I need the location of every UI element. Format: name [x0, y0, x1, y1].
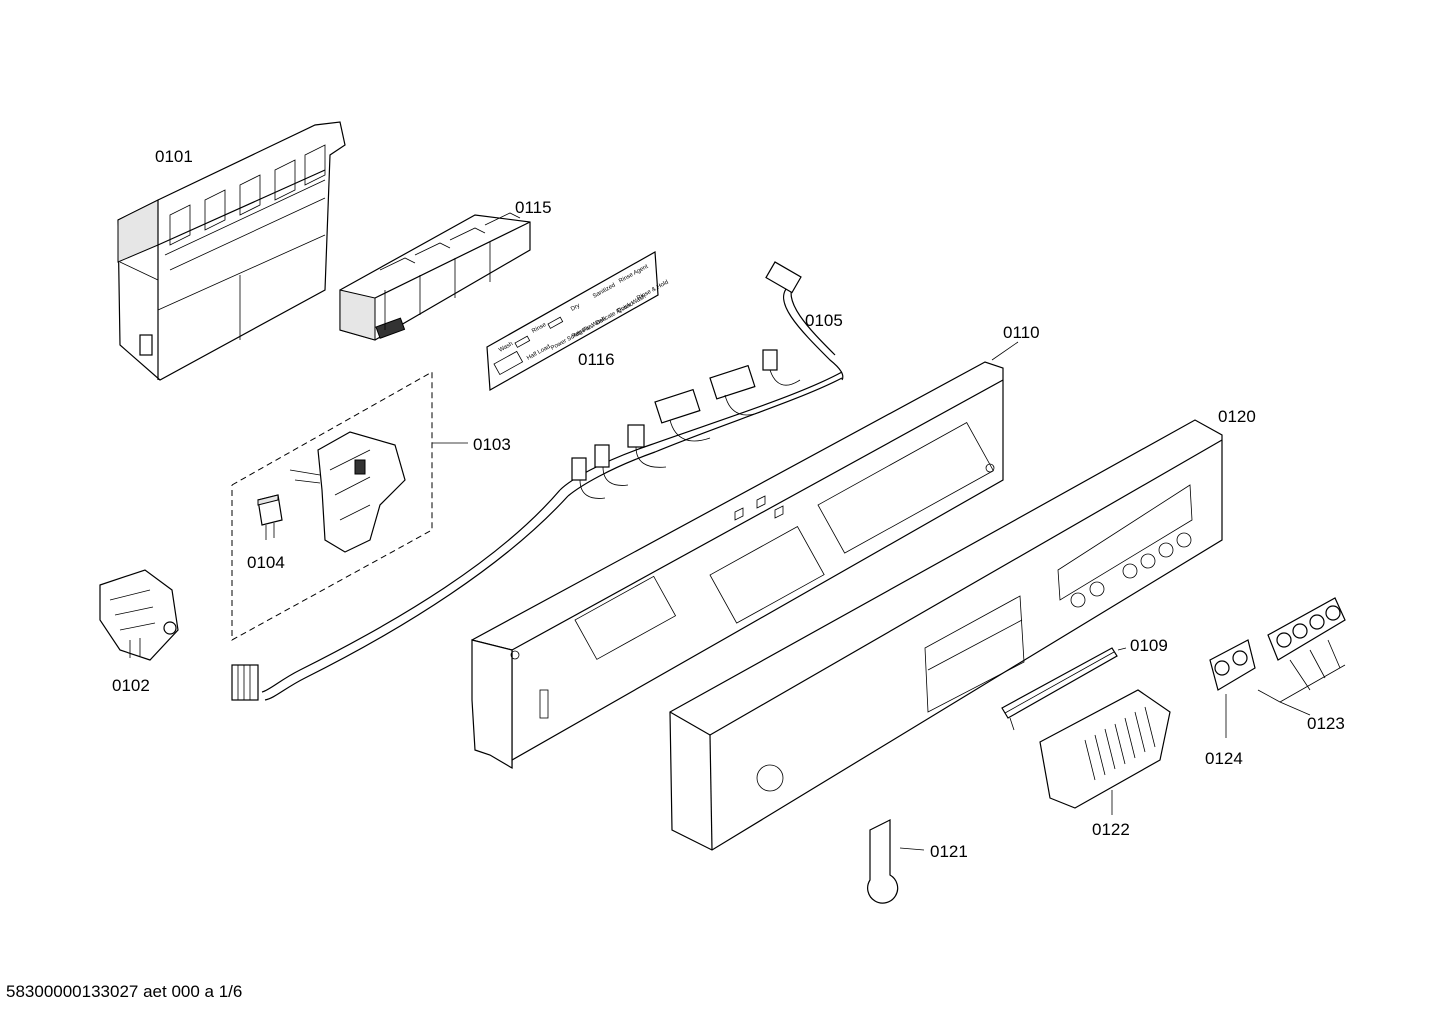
part-0103-door-switch-group: [231, 371, 468, 641]
label-0104: 0104: [247, 553, 285, 572]
label-0109: 0109: [1130, 636, 1168, 655]
label-0102: 0102: [112, 676, 150, 695]
label-0105: 0105: [805, 311, 843, 330]
label-0123: 0123: [1307, 714, 1345, 733]
document-number: 58300000133027 aet 000 a 1/6: [6, 982, 243, 1001]
part-0121-knob: [867, 819, 925, 904]
part-0122-handle: [1039, 689, 1171, 815]
label-0115: 0115: [515, 198, 552, 217]
part-0110-panel-frame: [471, 341, 1019, 770]
label-0103: 0103: [473, 435, 511, 454]
part-0120-front-panel: [669, 419, 1223, 851]
part-0102-selector-switch: [99, 569, 179, 661]
part-0116-overlay-panel: Wash Rinse Dry Sanitized Rinse Agent Hal…: [486, 251, 670, 391]
part-0104-relay: [257, 494, 283, 540]
label-0121: 0121: [930, 842, 968, 861]
label-0101: 0101: [155, 147, 193, 166]
part-0101-electronic-module: [117, 121, 346, 381]
part-0124-button-pair: [1209, 639, 1256, 738]
label-0120: 0120: [1218, 407, 1256, 426]
overlay-text-dry: Dry: [570, 303, 581, 313]
label-0110: 0110: [1003, 323, 1040, 342]
part-0123-button-set: [1257, 597, 1346, 716]
part-0105-wiring-harness: [231, 261, 844, 701]
label-0122: 0122: [1092, 820, 1130, 839]
part-0109-light-strip: [1001, 647, 1127, 731]
label-0124: 0124: [1205, 749, 1243, 768]
part-0115-display-module: [339, 212, 531, 341]
label-0116: 0116: [578, 350, 615, 369]
